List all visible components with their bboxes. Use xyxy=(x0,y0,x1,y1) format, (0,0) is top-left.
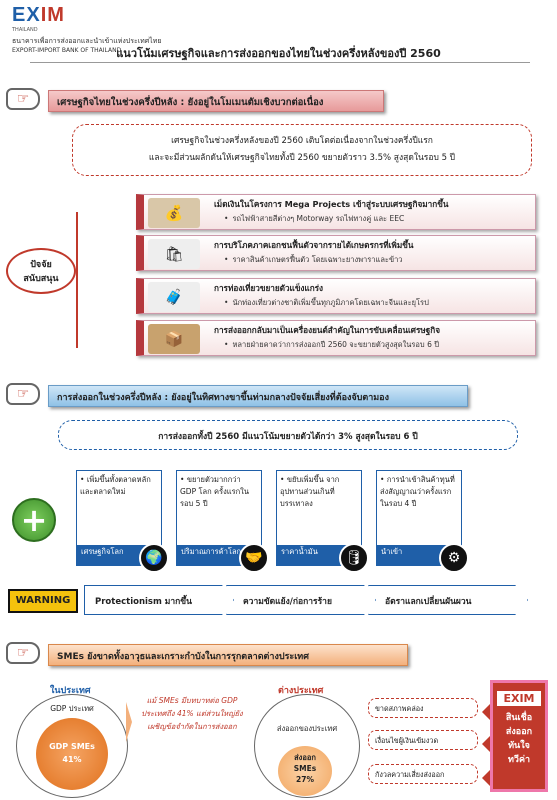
factor-heading: การบริโภคภาคเอกชนฟื้นตัวจากรายได้เกษตรกร… xyxy=(214,240,414,250)
factor-item: 🧳 การท่องเที่ยวขยายตัวแข็งแกร่ง นักท่องเ… xyxy=(136,278,536,314)
export-box-icon: 📦 xyxy=(148,324,200,354)
driver-card: การนำเข้าสินค้าทุนที่ส่งสัญญาณว่าครั้งแร… xyxy=(376,470,469,573)
globe-icon: 🌍 xyxy=(139,543,169,573)
factor-item: 🛍 การบริโภคภาคเอกชนฟื้นตัวจากรายได้เกษตร… xyxy=(136,235,536,271)
logo-name-en: EXPORT-IMPORT BANK OF THAILAND xyxy=(12,47,122,54)
card-text: ขยายตัวมากกว่า GDP โลก ครั้งแรกในรอบ 5 ป… xyxy=(180,474,258,510)
exim-box-logo: EXIM xyxy=(497,691,541,706)
sme-note: แม้ SMEs มีบทบาทต่อ GDP ประเทศถึง 41% แต… xyxy=(141,696,243,731)
risk-item: ความขัดแย้ง/ก่อการร้าย xyxy=(226,585,376,615)
logo-mark-a: EX xyxy=(12,4,41,26)
section1-summary: เศรษฐกิจในช่วงครึ่งหลังของปี 2560 เติบโต… xyxy=(72,124,532,176)
sme-export-value: 27% xyxy=(296,775,314,784)
factor-label-line1: ปัจจัย xyxy=(30,260,52,270)
factor-detail: รถไฟฟ้าสายสีต่างๆ Motorway รถไฟทางคู่ แล… xyxy=(224,213,404,225)
arrow-left-icon xyxy=(482,736,490,752)
traveler-luggage-icon: 🧳 xyxy=(148,282,200,312)
section3-heading: SMEs ยังขาดทั้งอาวุธและเกราะกำบังในการรุ… xyxy=(48,644,408,666)
pointing-hand-icon: ☞ xyxy=(6,88,40,110)
handshake-icon: 🤝 xyxy=(239,543,269,573)
import-stamp-icon: ⚙ xyxy=(439,543,469,573)
factor-label: ปัจจัย สนับสนุน xyxy=(6,248,76,294)
sme-gdp-circle: GDP SMEs 41% xyxy=(36,718,108,790)
pointing-hand-icon: ☞ xyxy=(6,642,40,664)
section2-summary: การส่งออกทั้งปี 2560 มีแนวโน้มขยายตัวได้… xyxy=(58,420,518,450)
foreign-label: ต่างประเทศ xyxy=(278,686,324,696)
oil-barrel-icon: 🛢 xyxy=(339,543,369,573)
plus-icon: + xyxy=(12,498,56,542)
risk-item: Protectionism มากขึ้น xyxy=(84,585,234,615)
sme-export-label-1: ส่งออก xyxy=(294,753,316,762)
card-text: ขยับเพิ่มขึ้น จากอุปทานส่วนเกินที่บรรเทา… xyxy=(280,474,358,510)
driver-card: เพิ่มขึ้นทั้งตลาดหลักและตลาดใหม่ เศรษฐกิ… xyxy=(76,470,169,573)
card-text: เพิ่มขึ้นทั้งตลาดหลักและตลาดใหม่ xyxy=(80,474,158,498)
risk-item: อัตราแลกเปลี่ยนผันผวน xyxy=(368,585,528,615)
section1-summary-line2: และจะมีส่วนผลักดันให้เศรษฐกิจไทยทั้งปี 2… xyxy=(148,153,456,163)
sme-export-label-2: SMEs xyxy=(293,764,317,773)
pointing-hand-icon: ☞ xyxy=(6,383,40,405)
money-bag-icon: 💰 xyxy=(148,198,200,228)
logo-name-th: ธนาคารเพื่อการส่งออกและนำเข้าแห่งประเทศไ… xyxy=(12,37,162,45)
driver-card: ขยายตัวมากกว่า GDP โลก ครั้งแรกในรอบ 5 ป… xyxy=(176,470,269,573)
exim-promo-box: EXIM สินเชื่อ ส่งออก ทันใจ ทวีค่า xyxy=(490,680,548,792)
exim-box-line2: ส่งออก xyxy=(505,727,533,737)
factor-detail: หลายฝ่ายคาดว่าการส่งออกปี 2560 จะขยายตัว… xyxy=(224,339,439,351)
section2-heading: การส่งออกในช่วงครึ่งปีหลัง : ยังอยู่ในทิ… xyxy=(48,385,468,407)
sme-gdp-label: GDP SMEs xyxy=(49,742,95,751)
sme-export-circle: ส่งออก SMEs 27% xyxy=(278,746,332,796)
factor-heading: เม็ดเงินในโครงการ Mega Projects เข้าสู่ร… xyxy=(214,199,449,209)
constraint-item: กังวลความเสี่ยงส่งออก xyxy=(368,764,478,784)
logo-sub: THAILAND xyxy=(12,27,38,33)
factor-connector xyxy=(76,212,136,348)
arrow-left-icon xyxy=(482,704,490,720)
section1-summary-line1: เศรษฐกิจในช่วงครึ่งหลังของปี 2560 เติบโต… xyxy=(171,136,433,146)
constraint-item: เงื่อนไขผู้เงินเข้มงวด xyxy=(368,730,478,750)
arrow-left-decor xyxy=(126,702,132,742)
warning-sign: WARNING xyxy=(8,589,78,613)
sme-gdp-value: 41% xyxy=(62,755,82,764)
shopping-bags-icon: 🛍 xyxy=(148,239,200,269)
section1-heading: เศรษฐกิจไทยในช่วงครึ่งปีหลัง : ยังอยู่ใน… xyxy=(48,90,384,112)
exim-box-line3: ทันใจ xyxy=(508,741,530,751)
arrow-left-icon xyxy=(482,770,490,786)
factor-item: 💰 เม็ดเงินในโครงการ Mega Projects เข้าสู… xyxy=(136,194,536,230)
exim-logo: EXIM THAILAND ธนาคารเพื่อการส่งออกและนำเ… xyxy=(12,4,172,54)
card-text: การนำเข้าสินค้าทุนที่ส่งสัญญาณว่าครั้งแร… xyxy=(380,474,458,510)
domestic-outer-label: GDP ประเทศ xyxy=(50,704,94,713)
exim-box-line1: สินเชื่อ xyxy=(505,713,533,723)
factor-detail: นักท่องเที่ยวต่างชาติเพิ่มขึ้นทุกภูมิภาค… xyxy=(224,297,428,309)
factor-detail: ราคาสินค้าเกษตรฟื้นตัว โดยเฉพาะยางพาราแล… xyxy=(224,254,402,266)
factor-heading: การท่องเที่ยวขยายตัวแข็งแกร่ง xyxy=(214,283,324,293)
factor-heading: การส่งออกกลับมาเป็นเครื่องยนต์สำคัญในการ… xyxy=(214,325,441,335)
factor-label-line2: สนับสนุน xyxy=(23,274,59,284)
page-title: แนวโน้มเศรษฐกิจและการส่งออกของไทยในช่วงค… xyxy=(116,47,441,60)
constraint-item: ขาดสภาพคล่อง xyxy=(368,698,478,718)
logo-mark-b: IM xyxy=(40,4,65,26)
exim-box-line4: ทวีค่า xyxy=(507,755,531,765)
domestic-label: ในประเทศ xyxy=(50,686,91,696)
driver-card: ขยับเพิ่มขึ้น จากอุปทานส่วนเกินที่บรรเทา… xyxy=(276,470,369,573)
foreign-outer-label: ส่งออกของประเทศ xyxy=(276,724,338,733)
factor-item: 📦 การส่งออกกลับมาเป็นเครื่องยนต์สำคัญในก… xyxy=(136,320,536,356)
